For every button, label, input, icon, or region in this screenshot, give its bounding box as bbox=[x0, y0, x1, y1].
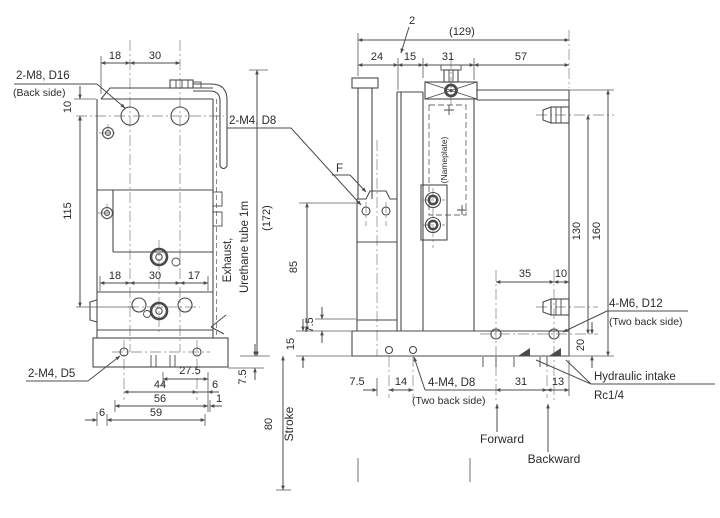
dim-10-left: 10 bbox=[62, 101, 74, 113]
label-4-m4-d8: 4-M4, D8 bbox=[428, 377, 475, 389]
label-4-m6-d12: 4-M6, D12 bbox=[609, 298, 663, 310]
label-nameplate: (Nameplate) bbox=[439, 136, 449, 183]
label-2-m8-d16: 2-M8, D16 bbox=[16, 70, 70, 82]
dim-6-left: 6 bbox=[99, 407, 105, 419]
annotation-labels: 2-M8, D16 (Back side) 2-M4, D5 2-M4, D8 … bbox=[13, 70, 683, 466]
dim-56: 56 bbox=[154, 393, 166, 405]
dim-80: 80 bbox=[263, 418, 275, 430]
dim-27-5: 27.5 bbox=[179, 365, 200, 377]
dim-24: 24 bbox=[371, 51, 383, 63]
label-f: F bbox=[336, 163, 343, 175]
dim-18-mid: 18 bbox=[109, 270, 121, 282]
dimension-lines bbox=[74, 26, 614, 491]
dim-18-top: 18 bbox=[109, 50, 121, 62]
dim-129: (129) bbox=[449, 26, 475, 38]
dim-130: 130 bbox=[571, 222, 583, 240]
stroke-end-marks bbox=[357, 458, 471, 482]
label-hydraulic-intake: Hydraulic intake bbox=[594, 371, 676, 383]
dim-10-right: 10 bbox=[555, 268, 567, 280]
hex-plug-bottom bbox=[550, 298, 570, 316]
dim-20: 20 bbox=[575, 339, 587, 351]
port-mark-backward bbox=[549, 348, 561, 356]
left-view-structure bbox=[89, 79, 229, 368]
dim-59: 59 bbox=[150, 407, 162, 419]
dim-57: 57 bbox=[515, 51, 527, 63]
port-mark-forward bbox=[518, 348, 530, 356]
exhaust-flow-arrow bbox=[210, 314, 227, 335]
dim-160: 160 bbox=[591, 222, 603, 240]
dim-2: 2 bbox=[409, 15, 415, 27]
dim-15-mid: 15 bbox=[285, 338, 297, 350]
label-forward: Forward bbox=[480, 432, 524, 446]
f-notch bbox=[356, 190, 397, 331]
label-back-side: (Back side) bbox=[13, 87, 66, 99]
label-4-m4-note: (Two back side) bbox=[412, 395, 486, 407]
dim-30-top: 30 bbox=[149, 50, 161, 62]
centerlines bbox=[76, 30, 614, 402]
dim-85: 85 bbox=[288, 261, 300, 273]
dim-44: 44 bbox=[154, 379, 166, 391]
label-exhaust: Exhaust, bbox=[222, 238, 234, 283]
label-2-m4-d8: 2-M4, D8 bbox=[229, 115, 276, 127]
right-view-structure bbox=[351, 64, 570, 482]
label-2-m4-d5: 2-M4, D5 bbox=[28, 368, 75, 380]
label-backward: Backward bbox=[528, 452, 581, 466]
dim-115: 115 bbox=[62, 202, 74, 220]
dim-6-right: 6 bbox=[212, 379, 218, 391]
dimension-text: 18 30 10 115 18 30 17 27.5 44 6 56 1 6 5… bbox=[62, 15, 603, 430]
label-urethane-tube: Urethane tube 1m bbox=[239, 201, 251, 293]
dim-7-5-bottom: 7.5 bbox=[349, 376, 364, 388]
dim-17: 17 bbox=[188, 270, 200, 282]
dim-7-5-mid: 7.5 bbox=[304, 317, 316, 332]
hex-plug-top bbox=[550, 106, 570, 124]
dim-13: 13 bbox=[552, 376, 564, 388]
dim-14: 14 bbox=[395, 376, 407, 388]
dim-30-mid: 30 bbox=[149, 270, 161, 282]
dim-172: (172) bbox=[261, 205, 273, 231]
dim-1: 1 bbox=[216, 393, 222, 405]
label-stroke: Stroke bbox=[282, 406, 296, 441]
dim-35: 35 bbox=[519, 268, 531, 280]
dim-31-top: 31 bbox=[442, 51, 454, 63]
dim-31-bottom: 31 bbox=[515, 376, 527, 388]
dim-15-top: 15 bbox=[404, 51, 416, 63]
leader-lines bbox=[14, 83, 715, 391]
label-rc14: Rc1/4 bbox=[594, 390, 625, 402]
urethane-tube bbox=[193, 83, 228, 166]
dim-7-5-base: 7.5 bbox=[237, 369, 249, 384]
label-4-m6-note: (Two back side) bbox=[609, 316, 683, 328]
